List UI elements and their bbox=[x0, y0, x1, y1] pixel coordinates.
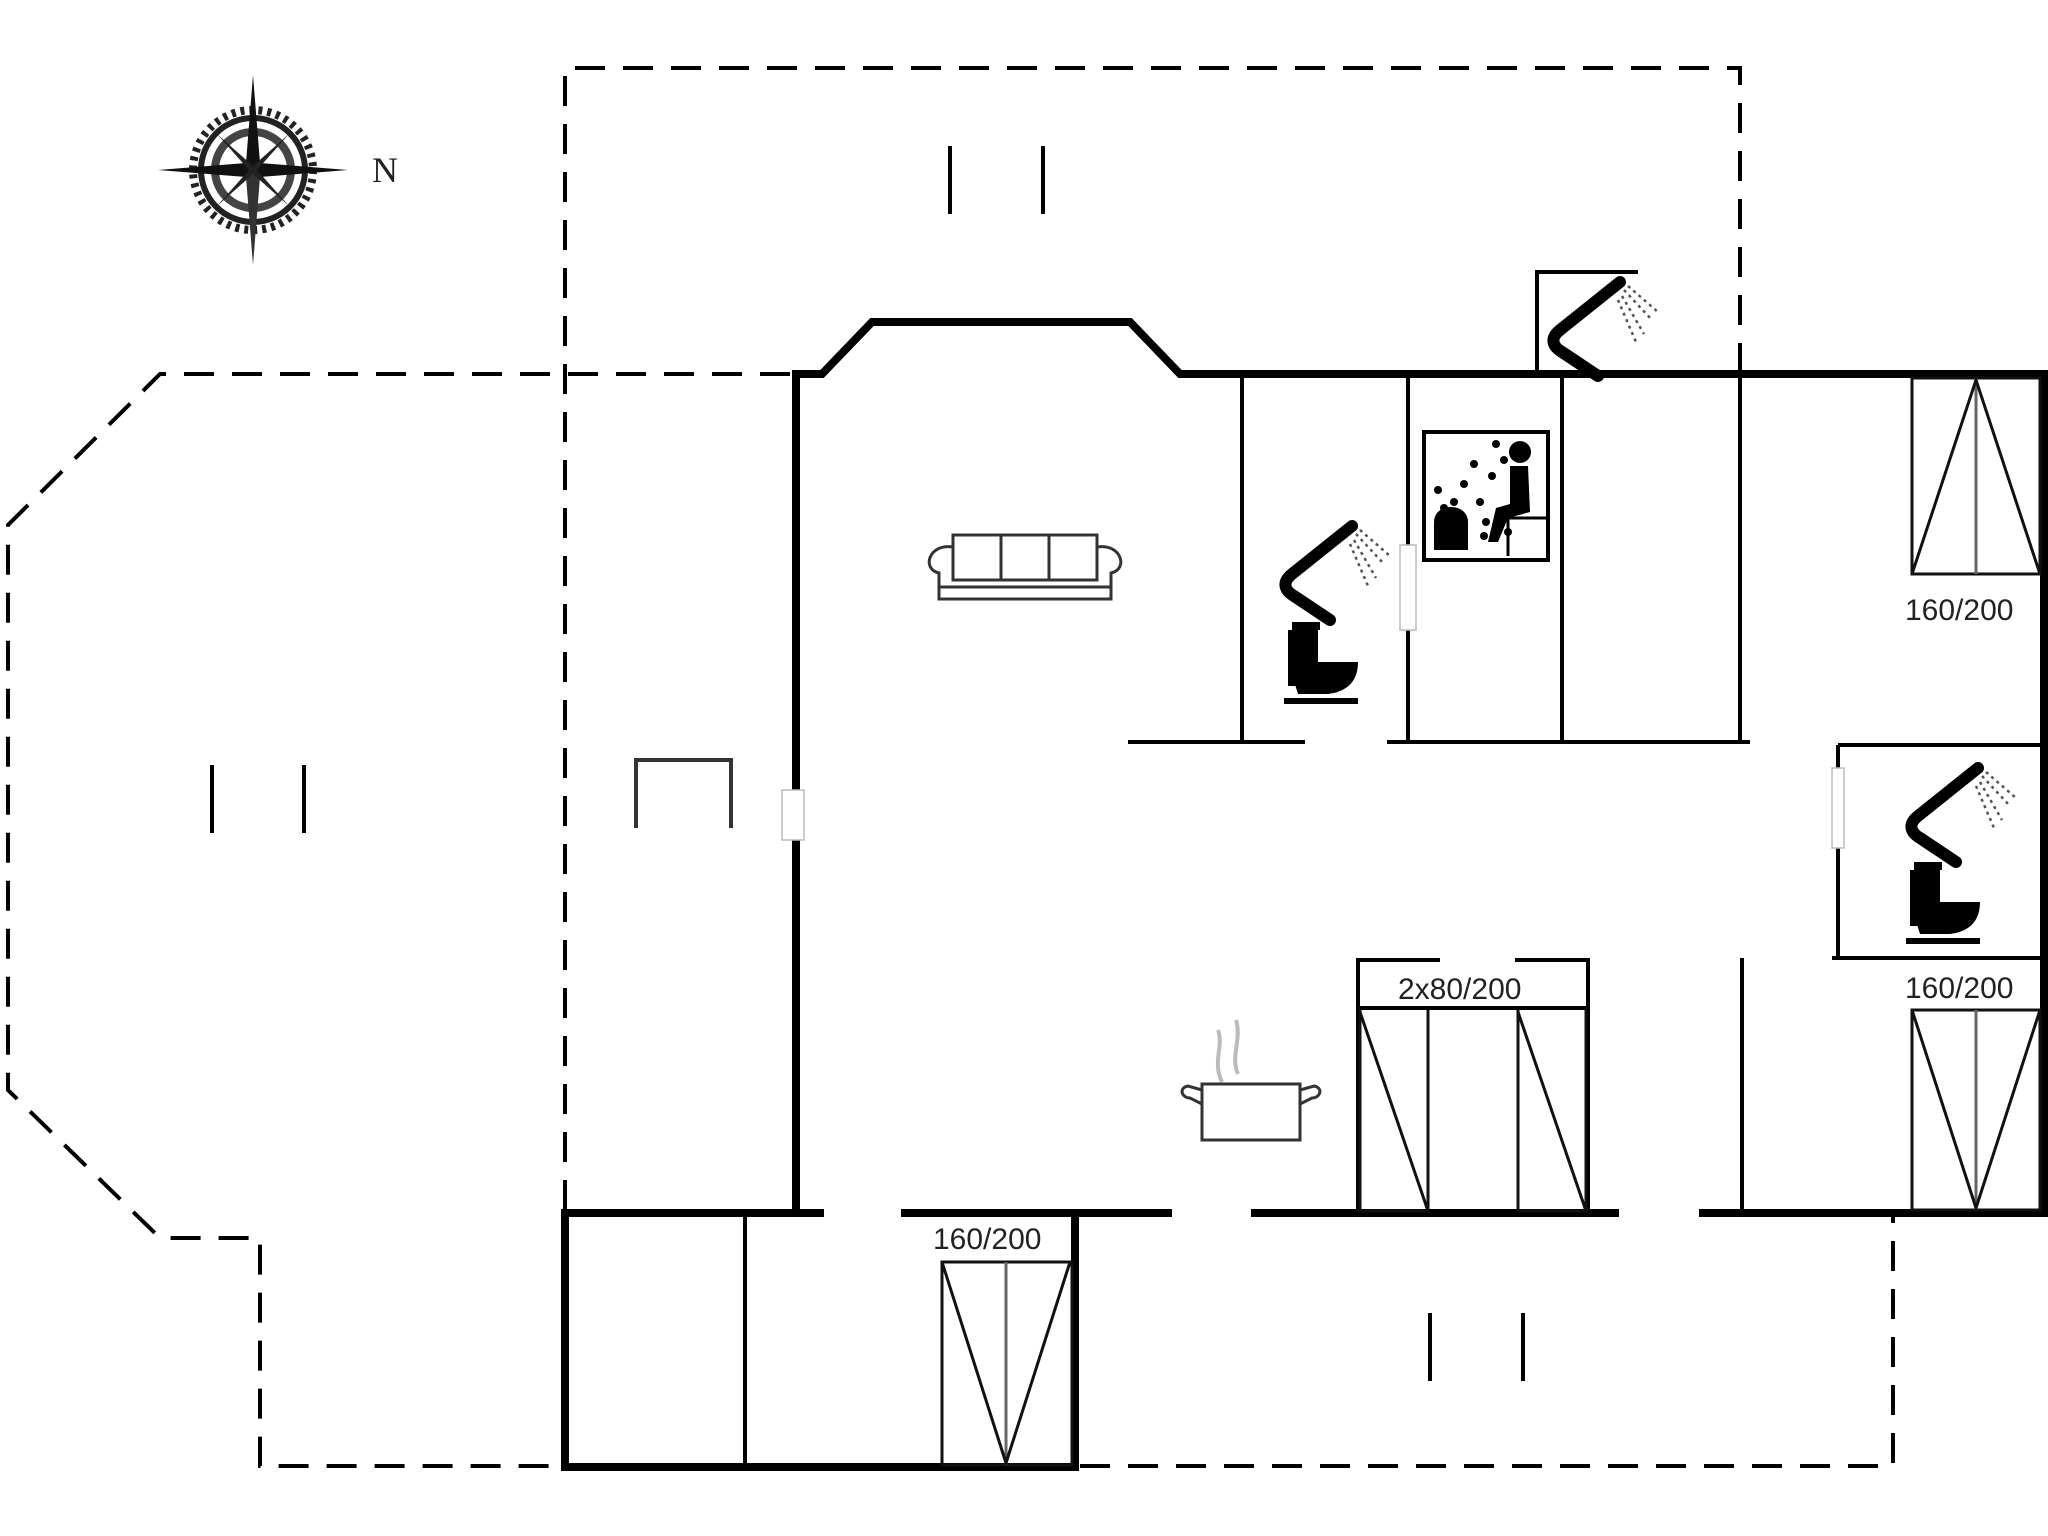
terrace-north-marker bbox=[948, 146, 1045, 214]
bed-south: 160/200 bbox=[933, 1223, 1074, 1468]
sauna-icon bbox=[1422, 430, 1550, 562]
cooking-pot-icon bbox=[1180, 1019, 1322, 1142]
bathroom-2-toilet-icon bbox=[1906, 862, 1980, 944]
bathroom-1-toilet-icon bbox=[1284, 622, 1358, 704]
bed-east: 160/200 bbox=[1905, 972, 2042, 1213]
outdoor-shower-icon bbox=[1553, 282, 1658, 376]
terrace-outlines bbox=[6, 66, 1895, 1468]
door-bathroom-2[interactable] bbox=[1831, 767, 1845, 849]
bed-size-label: 160/200 bbox=[1905, 594, 2013, 627]
door-living-west[interactable] bbox=[781, 789, 805, 841]
bathroom-2-shower-icon bbox=[1911, 768, 2016, 862]
bed-size-label: 160/200 bbox=[933, 1223, 1041, 1256]
terrace-west-marker bbox=[210, 765, 306, 833]
door-sauna[interactable] bbox=[1399, 544, 1417, 631]
bed-northeast: 160/200 bbox=[1905, 375, 2042, 627]
terrace-south-marker bbox=[1428, 1313, 1525, 1381]
compass-rose-icon bbox=[158, 75, 348, 265]
exterior-walls bbox=[561, 318, 2048, 1471]
sofa-icon bbox=[927, 533, 1123, 601]
bed-twin: 2x80/200 bbox=[1358, 973, 1588, 1213]
interior-walls bbox=[743, 270, 2044, 1467]
bathroom-1-shower-icon bbox=[1285, 526, 1390, 620]
north-label: N bbox=[372, 150, 398, 190]
bed-size-label: 160/200 bbox=[1905, 972, 2013, 1005]
bed-size-label: 2x80/200 bbox=[1398, 973, 1521, 1006]
table-icon bbox=[634, 758, 733, 828]
doorways bbox=[781, 544, 1845, 849]
